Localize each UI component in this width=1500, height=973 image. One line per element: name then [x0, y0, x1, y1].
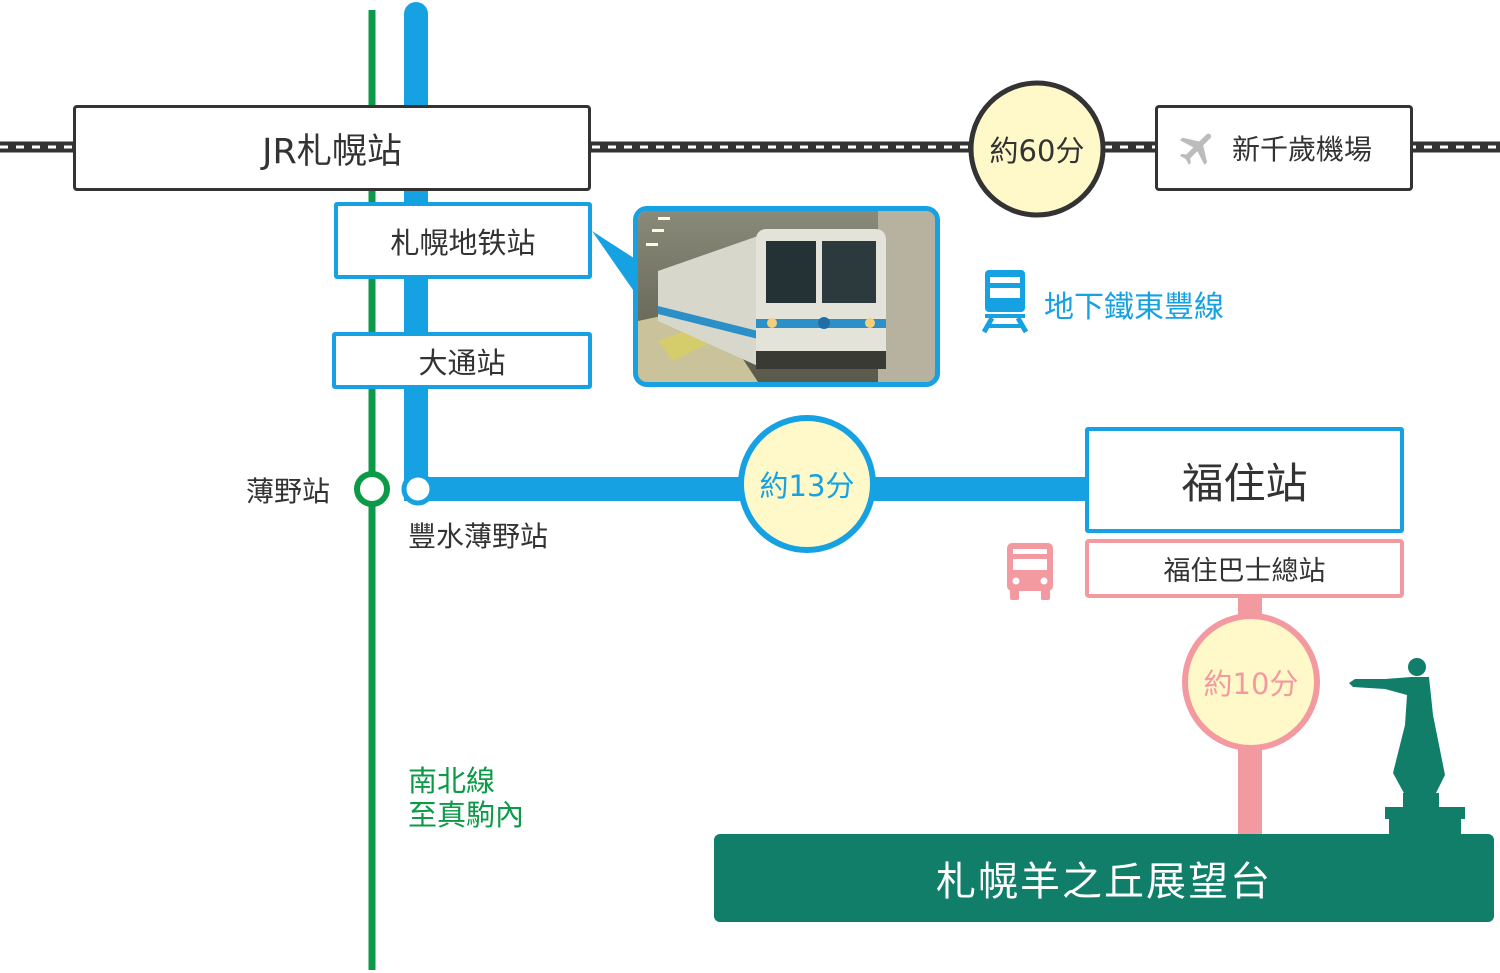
subway-time-label: 約13分	[759, 469, 855, 503]
susukino-station-marker	[354, 471, 390, 507]
fukuzumi-station-box: 福住站	[1085, 427, 1404, 533]
airplane-icon	[1179, 133, 1212, 165]
fukuzumi-bus-terminal-box: 福住巴士總站	[1085, 539, 1404, 598]
subway-train-image	[638, 211, 935, 382]
bus-time-circle	[1182, 613, 1320, 751]
subway-time-circle	[738, 415, 876, 553]
jr-sapporo-station-label: JR札幌站	[262, 131, 402, 172]
jr-sapporo-station-box: JR札幌站	[73, 105, 591, 191]
airport-label: 新千歲機場	[1232, 133, 1373, 166]
airport-time-label: 約60分	[989, 134, 1085, 168]
sapporo-hitsujigaoka-observation-hill: 札幌羊之丘展望台	[714, 834, 1494, 922]
odori-station-box: 大通站	[332, 332, 592, 389]
nanboku-line-label: 南北線 至真駒內	[408, 764, 524, 832]
clark-statue-icon	[1349, 658, 1465, 840]
nanboku-line-destination: 至真駒內	[408, 798, 525, 832]
destination-label: 札幌羊之丘展望台	[936, 859, 1272, 905]
fukuzumi-bus-terminal-label: 福住巴士總站	[1163, 556, 1326, 587]
hosui-susukino-station-marker	[401, 472, 435, 506]
subway-train-photo	[633, 206, 940, 387]
airport-time-circle	[968, 80, 1106, 218]
bus-icon	[1007, 543, 1053, 600]
nanboku-line-name: 南北線	[408, 764, 496, 798]
fukuzumi-station-label: 福住站	[1181, 458, 1308, 508]
photo-callout-pointer	[592, 231, 640, 300]
sapporo-subway-station-label: 札幌地铁站	[390, 225, 536, 260]
odori-station-label: 大通站	[418, 345, 506, 380]
sapporo-subway-station-box: 札幌地铁站	[334, 202, 592, 279]
bus-time-label: 約10分	[1203, 667, 1299, 701]
hosui-susukino-station-label: 豐水薄野站	[408, 520, 549, 553]
subway-train-icon	[982, 270, 1028, 334]
new-chitose-airport-box: 新千歲機場	[1155, 105, 1413, 191]
toho-line-label: 地下鐵東豐線	[1044, 290, 1224, 325]
susukino-station-label: 薄野站	[246, 475, 331, 508]
